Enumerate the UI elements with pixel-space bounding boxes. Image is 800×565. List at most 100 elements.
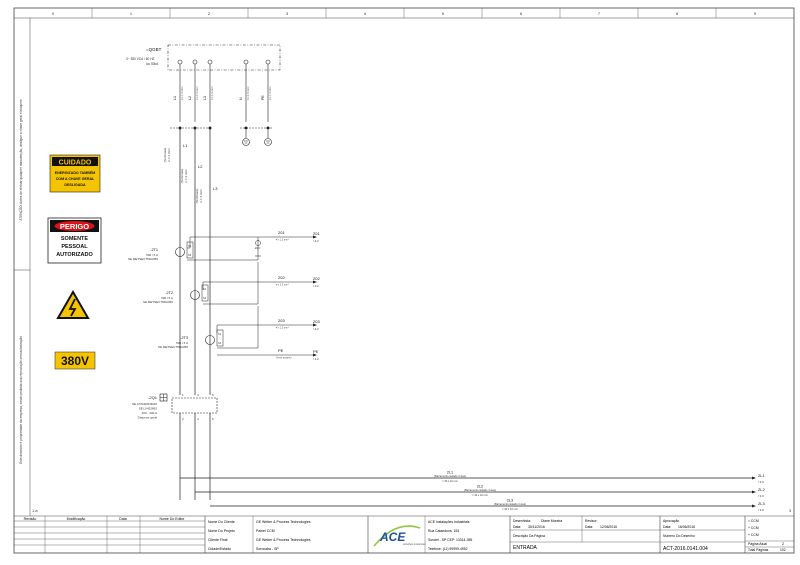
main-cable-label-1: (Terminais) [163,148,167,163]
ct-model: SE.METSECT5DA050 [158,345,188,349]
busbar-tag: 2L1 [447,471,453,475]
ct-model: SE.METSECT5DA050 [143,300,173,304]
ct2-common [203,262,259,305]
ct-model: SE.METSECT5DA050 [128,257,158,261]
cross-ref-2: + CCM [748,526,759,530]
phase-label: L3 [213,186,218,191]
phase-label: L1 [183,143,188,148]
branch-spec: # x 1,5 mm² [276,239,289,242]
branch-number: 202 [278,275,285,280]
busbar-target: 2L3 [758,501,765,506]
branch-arrow-icon [313,323,317,327]
supply-wire-spec: 4 x 1,5 mm² [210,86,214,100]
busbar-tag: 2L2 [477,485,483,489]
approval-date-label: Data: [663,525,671,529]
ct-ground-icon [255,240,261,246]
ct-rating: 500 / 5 A [161,296,173,300]
phase-cable-label-2: 2 X 4 mm² [184,169,188,183]
supply-terminal [265,59,271,65]
current-transformer-icon [205,335,215,345]
branch-spec: # x 1,5 mm² [276,327,289,330]
header-modification: Modificação [67,517,86,521]
field-client-value: GE Weber & Process Technologies [256,520,311,524]
supply-terminal-label: L1 [173,96,177,100]
busbar-target: 2L2 [758,487,765,492]
ct1-secondary [187,237,191,249]
ct-terminal-block [201,284,209,302]
busbar-size: = 30 x 10 mm [502,507,518,511]
branch-spec: # x 1,5 mm² [276,284,289,287]
breaker-pin-bottom: 6 [212,417,214,421]
ct3-common [217,306,259,349]
supply-terminal [177,59,183,65]
company-line-4: Telefone: (11) 99999-4952 [428,547,468,551]
busbar-spec: (Barramento isolado 3 vias) [494,502,526,506]
company-logo: ACE soluções industriais [373,525,426,547]
branch-arrow-icon [313,353,317,357]
supply-spec-1: 3~ 380 VCA / 60 HZ [126,57,154,61]
ct-rating: 500 / 5 A [146,253,158,257]
breaker-pin-bottom: 2 [182,417,184,421]
total-pages-label: Total Páginas [748,548,769,552]
cross-ref-1: = CCM [748,519,759,523]
column-number: 5 [442,11,445,16]
designer-label: Desenhista: [513,519,531,523]
column-number: 1 [130,11,133,16]
perigo-line-2: PESSOAL [61,244,88,250]
supply-terminal-label: L3 [203,96,207,100]
branch-page-ref: / 4.2 [313,357,319,361]
column-number: 8 [676,11,679,16]
supply-wire-spec: 4 x 1,5 mm² [268,86,272,100]
supply-wire-spec: 4 x 1,5 mm² [180,86,184,100]
breaker-tag: -2Q1 [148,395,158,400]
reviewer-label: Revisor: [585,519,597,523]
ct-rating: 500 / 5 A [176,341,188,345]
left-marker: 1.a [32,508,38,513]
company-line-3: Sorotel - SP CEP: 13314-355 [428,538,472,542]
branch-page-ref: / 4.2 [313,239,319,243]
busbar-tag: 2L3 [507,499,513,503]
column-number: 9 [754,11,757,16]
busbar-spec: (Barramento isolado 3 vias) [434,474,466,478]
company-line-1: ACE Instalações Industriais [428,520,470,524]
page-description: ENTRADA [513,545,538,551]
branch-target: 202 [313,276,320,281]
breaker-spec-line: SE.LV432892 [139,407,158,411]
main-cable-label-2: 2 X 4 mm² [167,148,171,162]
breaker-spec-line: Disjuntor geral [138,416,158,420]
high-voltage-icon [56,289,90,319]
ct1-common [187,237,259,261]
breaker-pin-top: 5 [212,393,214,397]
field-project-value: Painel CCM [256,529,275,533]
busbar-page-ref: / 3.0 [758,480,764,484]
ct-terminal-s2: S2 [203,296,207,300]
review-date: 12/06/2016 [600,525,617,529]
current-transformer-icon [175,247,185,257]
breaker-spec-line: SE.CVS400F3D40 [132,402,157,406]
branch-arrow-icon [313,280,317,284]
busbar-arrow-icon [752,490,756,494]
breaker-spec-line: 400 - 400 A [142,411,157,415]
voltage-sign: 380V [54,351,96,370]
supply-terminal-label: PE [261,95,265,100]
designer-name: Diane Moreira [541,519,562,523]
cuidado-line-2: COM A CHAVE GERAL [56,177,95,181]
perigo-line-3: AUTORIZADO [56,252,93,258]
ct-terminal-block [216,329,224,347]
ct-terminal-s2: S2 [218,341,222,345]
design-date-label: Data: [513,525,521,529]
pe-symbol-tag: -2Q3 [254,246,260,250]
breaker-pin-top: 3 [197,393,199,397]
supply-spec-2: Icc 50kA [146,62,159,66]
supply-wire-spec: 4 x 1,5 mm² [246,86,250,100]
column-number: 7 [598,11,601,16]
left-note-bottom: Este desenho é propriedade da empresa, s… [19,336,23,464]
ct-tag: -2T2 [165,291,173,295]
perigo-sign: PERIGO SOMENTE PESSOAL AUTORIZADO [47,217,102,264]
busbar-page-ref: / 3.0 [758,494,764,498]
breaker-pin-bottom: 4 [197,417,199,421]
supply-terminal [207,59,213,65]
branch-number: 203 [278,318,285,323]
busbar-arrow-icon [752,476,756,480]
